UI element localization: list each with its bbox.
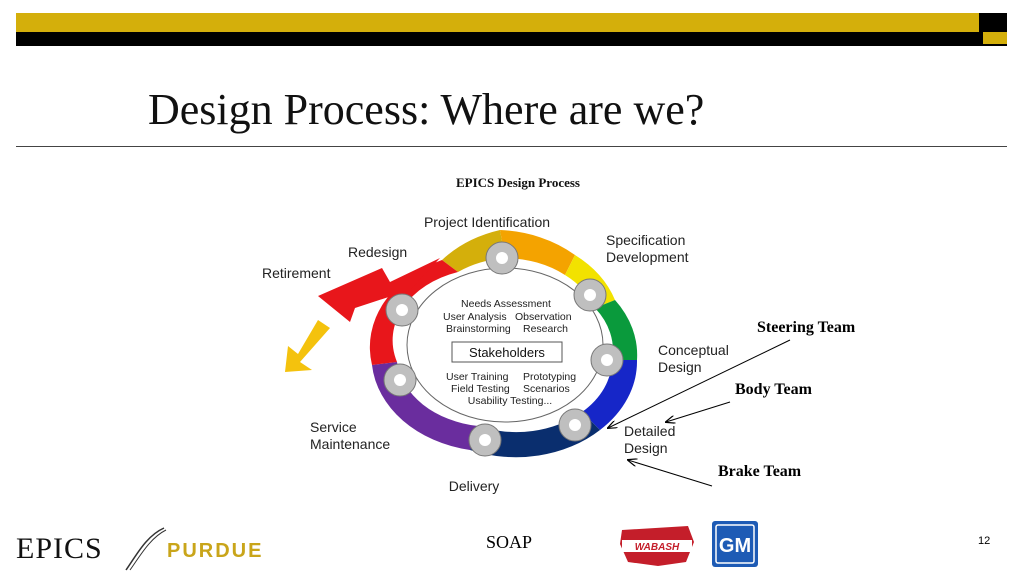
ring-segment-detailed: [582, 360, 638, 430]
retirement-orange-arrow: [285, 320, 330, 372]
stage-label-retirement: Retirement: [262, 265, 331, 281]
stage-label-conceptual-1: Conceptual: [658, 342, 729, 358]
stage-label-redesign: Redesign: [348, 244, 407, 260]
ring-segment-conceptual: [595, 300, 638, 360]
brake-arrow: [628, 460, 713, 487]
stage-label-project-identification: Project Identification: [424, 214, 550, 230]
gm-logo: GM: [712, 521, 758, 567]
header-bar-black: [16, 32, 1007, 46]
ring-segment-project-identification: [442, 230, 505, 272]
epics-logo-swoosh: [125, 527, 167, 571]
stage-label-service-1: Service: [310, 419, 357, 435]
stakeholders-label: Stakeholders: [469, 345, 545, 360]
stage-label-detailed-2: Design: [624, 440, 668, 456]
retirement-red-arrow: [318, 258, 440, 322]
inner-needs-assessment: Needs Assessment: [461, 298, 551, 310]
ring-segment-redesign: [369, 260, 458, 365]
header-bar-gold: [16, 13, 979, 32]
body-arrow: [666, 401, 731, 422]
inner-field-testing: Field Testing: [451, 383, 510, 395]
epics-logo: EPICS: [16, 532, 103, 565]
ring-segment-specification: [500, 230, 575, 275]
title-divider: [16, 146, 1007, 147]
inner-brainstorming: Brainstorming: [446, 323, 511, 335]
footer-center-text: SOAP: [486, 532, 533, 552]
inner-user-analysis: User Analysis: [443, 311, 507, 323]
stage-label-delivery: Delivery: [449, 478, 500, 494]
epics-design-process-diagram: EPICS Design Process Project Identificat…: [262, 175, 856, 494]
team-label-steering: Steering Team: [757, 319, 856, 336]
stakeholders-box: [451, 341, 563, 363]
inner-usability-testing: Usability Testing...: [468, 395, 552, 407]
slide-title: Design Process: Where are we?: [148, 85, 705, 134]
purdue-logo: PURDUE: [167, 540, 264, 562]
inner-user-training: User Training: [446, 371, 509, 383]
diagram-heading: EPICS Design Process: [456, 175, 580, 190]
wabash-logo: WABASH: [620, 526, 694, 566]
inner-observation: Observation: [515, 311, 572, 323]
team-label-brake: Brake Team: [718, 463, 802, 480]
wabash-logo-text: WABASH: [635, 542, 680, 553]
inner-prototyping: Prototyping: [523, 371, 576, 383]
inner-research: Research: [523, 323, 568, 335]
team-label-body: Body Team: [735, 381, 813, 398]
header-corner-gold: [983, 32, 1007, 44]
stage-label-detailed-1: Detailed: [624, 423, 675, 439]
header-corner-black: [979, 13, 1007, 32]
stage-label-specification-1: Specification: [606, 232, 685, 248]
cycle-icon-holes: [394, 252, 613, 446]
stage-label-service-2: Maintenance: [310, 436, 390, 452]
gm-logo-text: GM: [719, 535, 751, 557]
stage-label-specification-2: Development: [606, 249, 689, 265]
steering-arrow: [608, 339, 791, 428]
stage-label-conceptual-2: Design: [658, 359, 702, 375]
page-number: 12: [978, 535, 991, 547]
inner-scenarios: Scenarios: [523, 383, 570, 395]
